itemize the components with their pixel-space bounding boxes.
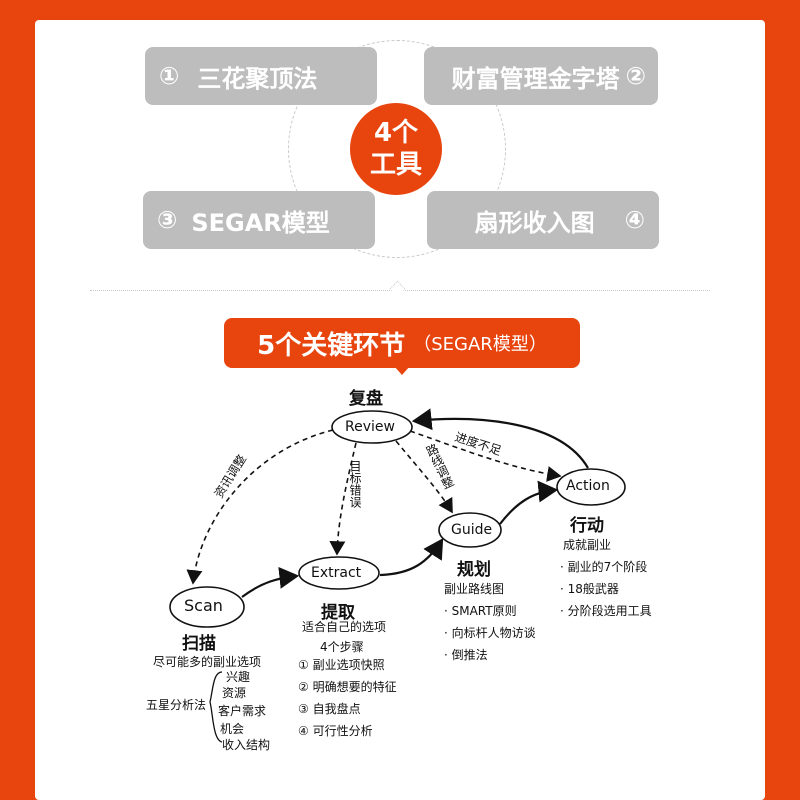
action-item: · 18般武器 — [560, 582, 619, 596]
scan-method: 五星分析法 — [146, 698, 207, 712]
action-item: · 副业的7个阶段 — [560, 560, 648, 574]
tool-label: SEGAR模型 — [191, 208, 330, 237]
tool-number: ① — [159, 62, 180, 90]
banner-title: 5个关键环节 — [257, 330, 406, 361]
tool-number: ③ — [157, 206, 178, 234]
review-node-label: Review — [345, 419, 395, 435]
tool-number: ④ — [624, 206, 645, 234]
guide-item: · 向标杆人物访谈 — [444, 626, 536, 640]
guide-node-label: Guide — [451, 522, 493, 538]
segar-banner: 5个关键环节 （SEGAR模型） — [224, 318, 580, 368]
tools-ring — [288, 40, 506, 258]
edge-guide-action — [499, 480, 559, 525]
extract-item: ④ 可行性分析 — [298, 724, 373, 738]
tool-label: 三花聚顶法 — [197, 64, 318, 93]
guide-node-shape — [438, 512, 502, 548]
review-cn-label: 复盘 — [349, 389, 383, 409]
scan-item: 机会 — [220, 722, 245, 736]
action-cn-label: 行动 — [570, 516, 604, 536]
tool-label: 扇形收入图 — [474, 208, 595, 237]
scan-cn-label: 扫描 — [182, 634, 216, 654]
hub-line-1: 4个 — [373, 118, 419, 148]
edge-review-action — [409, 430, 562, 482]
extract-desc-1: 适合自己的选项 — [302, 620, 387, 634]
guide-item: · 倒推法 — [444, 648, 488, 662]
edge-label-review-extract: 目标错误 — [348, 460, 362, 508]
scan-item: 客户需求 — [218, 704, 267, 718]
scan-item: 收入结构 — [222, 738, 271, 752]
tool-item-1: ① 三花聚顶法 — [145, 47, 377, 105]
banner-subtitle: （SEGAR模型） — [413, 334, 547, 355]
action-node-label: Action — [566, 478, 610, 494]
tool-label: 财富管理金字塔 — [451, 64, 620, 93]
hub-line-2: 工具 — [369, 150, 422, 180]
extract-item: ② 明确想要的特征 — [298, 680, 397, 694]
tool-item-4: 扇形收入图 ④ — [427, 191, 659, 249]
guide-item: · SMART原则 — [444, 604, 517, 618]
scan-item: 资源 — [222, 686, 247, 700]
banner-pointer — [394, 366, 410, 375]
scan-bracket — [209, 671, 223, 743]
edge-action-review — [411, 408, 589, 469]
extract-item: ① 副业选项快照 — [298, 658, 385, 672]
extract-cn-label: 提取 — [321, 603, 355, 623]
extract-desc-2: 4个步骤 — [320, 640, 364, 654]
scan-node-label: Scan — [184, 596, 223, 615]
guide-cn-label: 规划 — [457, 560, 491, 580]
action-item: · 分阶段选用工具 — [560, 604, 652, 618]
tool-item-3: ③ SEGAR模型 — [143, 191, 375, 249]
edge-scan-extract — [241, 566, 300, 598]
guide-desc: 副业路线图 — [444, 582, 505, 596]
scan-desc: 尽可能多的副业选项 — [153, 655, 262, 669]
tool-item-2: 财富管理金字塔 ② — [424, 47, 658, 105]
extract-node-label: Extract — [311, 565, 362, 581]
extract-item: ③ 自我盘点 — [298, 702, 361, 716]
tool-number: ② — [625, 62, 646, 90]
edge-review-guide — [395, 440, 453, 514]
edge-review-extract — [329, 442, 357, 556]
edge-review-scan — [186, 429, 334, 585]
scan-item: 兴趣 — [226, 670, 251, 684]
scan-node-shape — [169, 586, 245, 628]
edge-extract-guide — [379, 538, 444, 577]
tools-hub: 4个 工具 — [350, 103, 442, 195]
action-desc: 成就副业 — [563, 538, 612, 552]
